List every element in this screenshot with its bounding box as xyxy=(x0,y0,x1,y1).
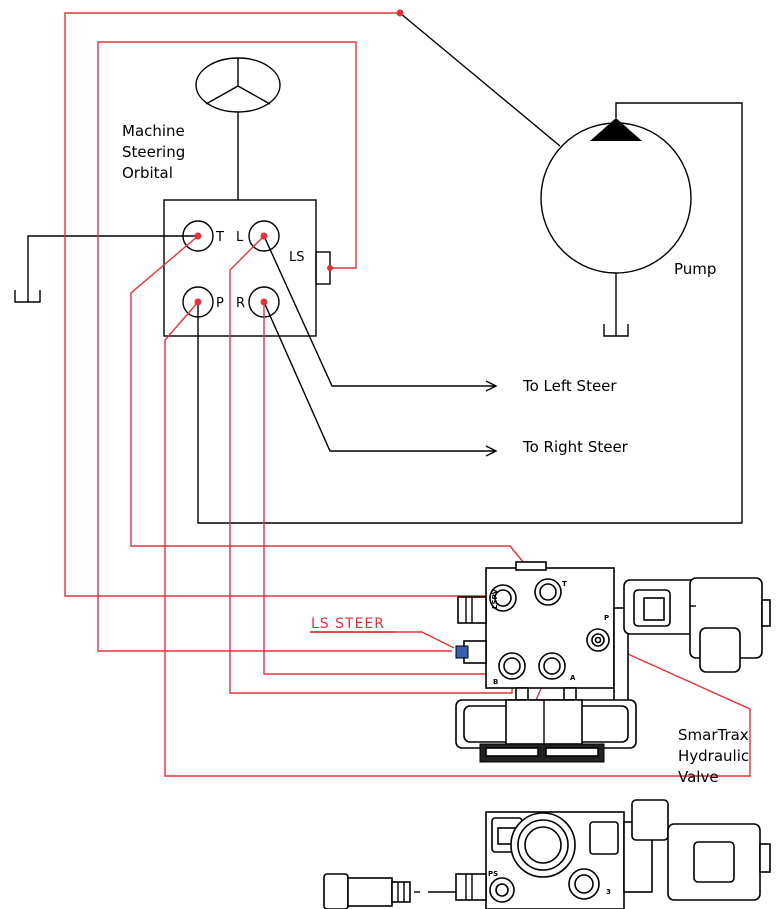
orbital-port-r-label: R xyxy=(236,296,245,311)
smartrax-label-line1: SmarTrax xyxy=(678,726,749,744)
valve-port-p-label: P xyxy=(604,614,609,622)
pump-feed-line xyxy=(399,12,561,147)
orbital-label-line2: Steering xyxy=(122,143,185,161)
valve-port-lspv-label: LSPV xyxy=(491,588,499,609)
pump-label: Pump xyxy=(674,260,716,278)
left-steer-output: To Left Steer xyxy=(263,235,617,395)
valve-solenoid-coil xyxy=(623,577,771,673)
steering-wheel-symbol xyxy=(195,57,281,200)
right-steer-output: To Right Steer xyxy=(263,301,629,457)
lower-port-ps-label: PS xyxy=(488,870,498,878)
steering-orbital-block: T L P R LS xyxy=(163,199,331,337)
lower-valve-coil xyxy=(623,799,771,901)
ls-steer-callout: LS STEER xyxy=(311,616,385,632)
left-steer-label: To Left Steer xyxy=(522,377,617,395)
orbital-label-line3: Orbital xyxy=(122,164,173,182)
valve-connector-assembly xyxy=(455,699,637,763)
orbital-label-line1: Machine xyxy=(122,122,185,140)
lower-port-3-label: 3 xyxy=(606,888,611,896)
tank-symbol-left xyxy=(14,235,198,303)
smartrax-label-line3: Valve xyxy=(678,768,719,786)
valve-port-t-label: T xyxy=(562,580,567,588)
orbital-port-l-circle xyxy=(248,220,280,252)
lower-valve-block: PS 3 xyxy=(455,811,625,909)
pressure-sensor xyxy=(323,873,456,909)
orbital-port-ls-label: LS xyxy=(289,250,305,265)
pump-symbol: Pump xyxy=(197,102,743,524)
smartrax-label: SmarTrax Hydraulic Valve xyxy=(678,726,749,786)
orbital-label: Machine Steering Orbital xyxy=(122,122,185,182)
valve-port-b-label: B xyxy=(493,678,498,686)
smartrax-valve-block: T P LSPV B A xyxy=(455,561,629,719)
right-steer-label: To Right Steer xyxy=(522,438,629,456)
pump-direction-icon xyxy=(590,118,642,141)
orbital-port-t-label: T xyxy=(215,230,224,245)
ls-steer-label: LS STEER xyxy=(311,616,385,632)
orbital-port-l-label: L xyxy=(236,230,244,245)
valve-port-a-label: A xyxy=(570,674,576,682)
smartrax-label-line2: Hydraulic xyxy=(678,747,749,765)
orbital-port-p-label: P xyxy=(216,296,224,311)
